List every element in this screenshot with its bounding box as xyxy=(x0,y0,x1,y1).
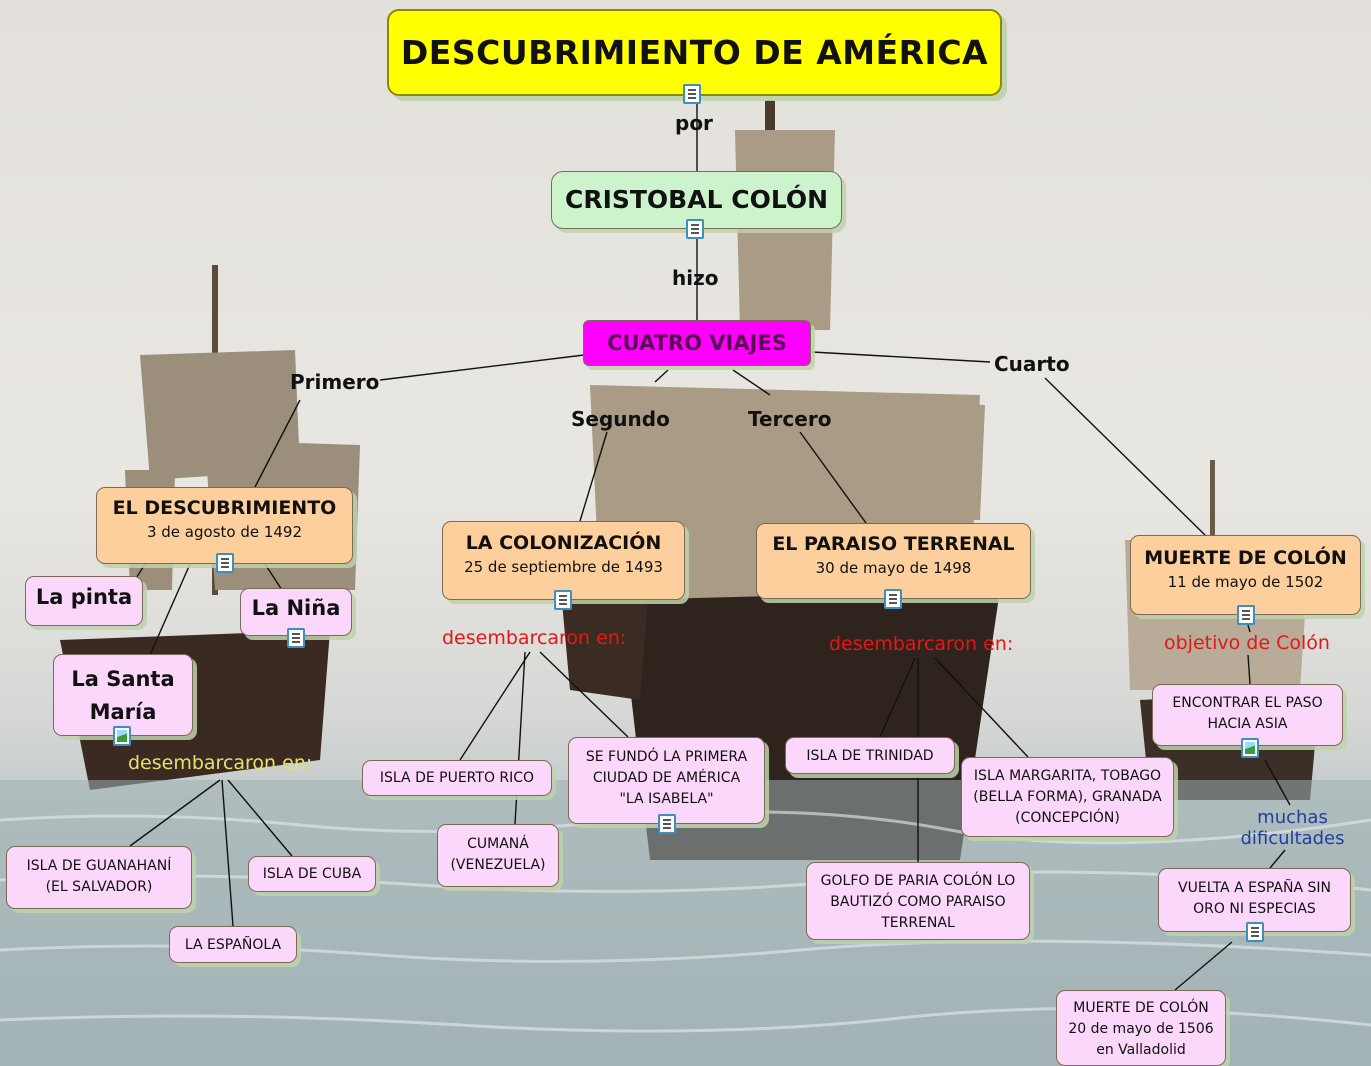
paraiso-date: 30 de mayo de 1498 xyxy=(815,559,972,577)
link-desembarcaron3-trinidad xyxy=(879,657,916,738)
link-paso-dificultades xyxy=(1264,759,1291,806)
muerte-final-node[interactable]: MUERTE DE COLÓN 20 de mayo de 1506 en Va… xyxy=(1056,990,1226,1066)
vuelta-node[interactable]: VUELTA A ESPAÑA SIN ORO NI ESPECIAS xyxy=(1158,868,1351,932)
link-viajes-tercero xyxy=(732,369,771,396)
cuba-label: ISLA DE CUBA xyxy=(262,866,362,882)
link-vuelta-muerte-final xyxy=(1174,941,1233,991)
viajes-label: CUATRO VIAJES xyxy=(607,331,787,355)
link-viajes-primero xyxy=(379,354,585,381)
link-segundo-colonizacion xyxy=(579,431,608,522)
puerto-rico-node[interactable]: ISLA DE PUERTO RICO xyxy=(362,760,552,796)
link-desembarcaron2-puerto-rico xyxy=(459,651,531,761)
paso-asia-label: ENCONTRAR EL PASO HACIA ASIA xyxy=(1172,695,1323,732)
descubrimiento-date: 3 de agosto de 1492 xyxy=(146,523,303,541)
cumana-label: CUMANÁ (VENEZUELA) xyxy=(450,836,546,873)
link-tercero-paraiso xyxy=(799,431,867,524)
santa-maria-node[interactable]: La Santa María xyxy=(53,654,193,736)
pinta-node[interactable]: La pinta xyxy=(25,576,143,626)
pinta-label: La pinta xyxy=(35,585,133,609)
document-icon[interactable] xyxy=(216,553,234,573)
margarita-label: ISLA MARGARITA, TOBAGO (BELLA FORMA), GR… xyxy=(973,768,1162,826)
link-label-desembarcaron-3: desembarcaron en: xyxy=(829,633,1014,655)
isabela-node[interactable]: SE FUNDÓ LA PRIMERA CIUDAD DE AMÉRICA "L… xyxy=(568,737,765,824)
link-viajes-segundo xyxy=(654,369,669,383)
muerte-title: MUERTE DE COLÓN xyxy=(1144,547,1347,569)
link-label-desembarcaron-1: desembarcaron en: xyxy=(128,752,313,774)
link-desembarcaron2-cumana xyxy=(514,651,526,825)
page-title: DESCUBRIMIENTO DE AMÉRICA xyxy=(400,33,989,72)
descubrimiento-node[interactable]: EL DESCUBRIMIENTO 3 de agosto de 1492 xyxy=(96,487,353,564)
muerte-node[interactable]: MUERTE DE COLÓN 11 de mayo de 1502 xyxy=(1130,535,1361,615)
link-label-tercero: Tercero xyxy=(748,407,832,431)
colon-node[interactable]: CRISTOBAL COLÓN xyxy=(551,171,842,229)
link-cuarto-muerte xyxy=(1044,377,1206,536)
trinidad-label: ISLA DE TRINIDAD xyxy=(806,748,934,764)
vuelta-label: VUELTA A ESPAÑA SIN ORO NI ESPECIAS xyxy=(1178,880,1331,917)
muerte-final-label: MUERTE DE COLÓN 20 de mayo de 1506 en Va… xyxy=(1068,1000,1214,1058)
paraiso-node[interactable]: EL PARAISO TERRENAL 30 de mayo de 1498 xyxy=(756,523,1031,599)
colonizacion-date: 25 de septiembre de 1493 xyxy=(464,558,663,576)
link-label-primero: Primero xyxy=(290,370,380,394)
document-icon[interactable] xyxy=(1237,605,1255,625)
link-label-segundo: Segundo xyxy=(571,407,670,431)
link-label-cuarto: Cuarto xyxy=(994,352,1070,376)
document-icon[interactable] xyxy=(686,219,704,239)
document-icon[interactable] xyxy=(658,814,676,834)
link-dificultades-vuelta xyxy=(1269,849,1286,869)
isabela-label: SE FUNDÓ LA PRIMERA CIUDAD DE AMÉRICA "L… xyxy=(585,749,748,807)
santa-maria-label: La Santa María xyxy=(71,667,175,724)
link-objetivo-paso xyxy=(1247,654,1251,685)
link-label-por: por xyxy=(675,111,713,135)
image-icon[interactable] xyxy=(113,726,131,746)
colon-label: CRISTOBAL COLÓN xyxy=(564,185,829,214)
trinidad-node[interactable]: ISLA DE TRINIDAD xyxy=(785,737,955,774)
link-desembarcaron2-isabela xyxy=(539,651,629,738)
puerto-rico-label: ISLA DE PUERTO RICO xyxy=(379,770,535,786)
guanahani-label: ISLA DE GUANAHANÍ (EL SALVADOR) xyxy=(26,858,172,895)
document-icon[interactable] xyxy=(683,84,701,104)
link-label-objetivo: objetivo de Colón xyxy=(1164,632,1330,654)
link-label-dificultades: muchas dificultades xyxy=(1240,807,1345,849)
link-label-hizo: hizo xyxy=(672,266,719,290)
link-muerte-objetivo xyxy=(1247,624,1251,633)
viajes-node[interactable]: CUATRO VIAJES xyxy=(583,320,811,366)
descubrimiento-title: EL DESCUBRIMIENTO xyxy=(112,497,337,519)
link-primero-descubrimiento xyxy=(254,399,301,488)
espanola-node[interactable]: LA ESPAÑOLA xyxy=(169,926,297,963)
colonizacion-node[interactable]: LA COLONIZACIÓN 25 de septiembre de 1493 xyxy=(442,521,685,600)
document-icon[interactable] xyxy=(884,589,902,609)
link-desembarcaron1-cuba xyxy=(227,779,293,857)
paso-asia-node[interactable]: ENCONTRAR EL PASO HACIA ASIA xyxy=(1152,684,1343,746)
nina-label: La Niña xyxy=(251,596,341,620)
espanola-label: LA ESPAÑOLA xyxy=(184,937,282,953)
title-node[interactable]: DESCUBRIMIENTO DE AMÉRICA xyxy=(387,9,1002,96)
link-desembarcaron3-margarita xyxy=(934,657,1029,758)
link-desc-santa-maria xyxy=(149,563,191,656)
colonizacion-title: LA COLONIZACIÓN xyxy=(465,532,662,554)
document-icon[interactable] xyxy=(287,628,305,648)
link-desembarcaron1-guanahani xyxy=(129,779,221,847)
paraiso-title: EL PARAISO TERRENAL xyxy=(772,533,1015,555)
paria-node[interactable]: GOLFO DE PARIA COLÓN LO BAUTIZÓ COMO PAR… xyxy=(806,862,1030,940)
cumana-node[interactable]: CUMANÁ (VENEZUELA) xyxy=(437,824,559,887)
cuba-node[interactable]: ISLA DE CUBA xyxy=(248,856,376,892)
link-label-desembarcaron-2: desembarcaron en: xyxy=(442,627,627,649)
muerte-date: 11 de mayo de 1502 xyxy=(1167,573,1324,591)
paria-label: GOLFO DE PARIA COLÓN LO BAUTIZÓ COMO PAR… xyxy=(820,873,1016,931)
link-desembarcaron1-espanola xyxy=(221,779,234,927)
image-icon[interactable] xyxy=(1241,738,1259,758)
link-viajes-cuarto xyxy=(811,351,991,363)
link-desc-nina xyxy=(264,563,283,591)
document-icon[interactable] xyxy=(554,590,572,610)
document-icon[interactable] xyxy=(1246,922,1264,942)
margarita-node[interactable]: ISLA MARGARITA, TOBAGO (BELLA FORMA), GR… xyxy=(961,757,1174,837)
guanahani-node[interactable]: ISLA DE GUANAHANÍ (EL SALVADOR) xyxy=(6,846,192,909)
